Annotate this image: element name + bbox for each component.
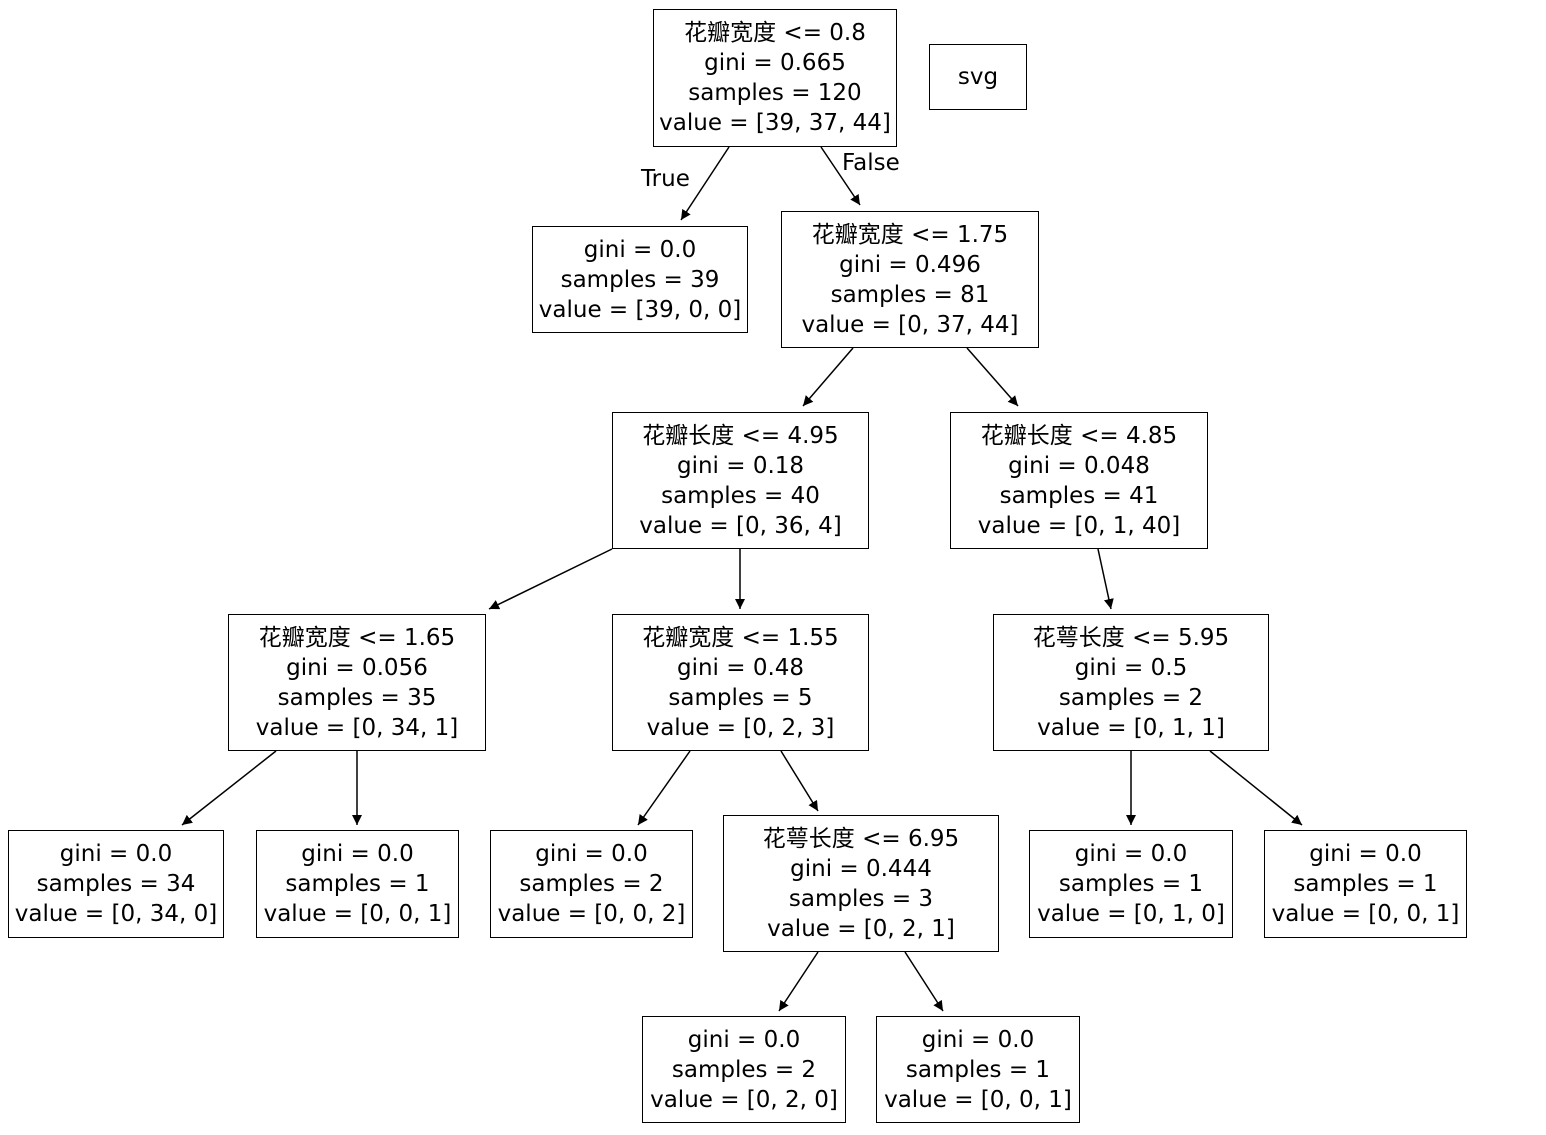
node-samples: samples = 120 [688, 80, 862, 106]
tree-node-leaf: gini = 0.0 samples = 1 value = [0, 0, 1] [1264, 830, 1467, 938]
tree-node-root: 花瓣宽度 <= 0.8 gini = 0.665 samples = 120 v… [653, 9, 897, 147]
node-samples: samples = 1 [1293, 871, 1438, 897]
node-value: value = [0, 1, 1] [1037, 714, 1225, 741]
node-value: value = [0, 2, 1] [767, 915, 955, 942]
node-gini: gini = 0.0 [583, 236, 697, 263]
tree-node-split: 花萼长度 <= 6.95 gini = 0.444 samples = 3 va… [723, 815, 999, 952]
tree-node-split: 花萼长度 <= 5.95 gini = 0.5 samples = 2 valu… [993, 614, 1269, 751]
tree-node-leaf: gini = 0.0 samples = 1 value = [0, 1, 0] [1029, 830, 1233, 938]
node-value: value = [0, 34, 0] [14, 901, 218, 927]
tree-node-split: 花瓣长度 <= 4.85 gini = 0.048 samples = 41 v… [950, 412, 1208, 549]
node-samples: samples = 34 [36, 871, 196, 897]
node-gini: gini = 0.0 [301, 841, 414, 867]
edge-n11-n14 [778, 951, 819, 1012]
tree-node-split: 花瓣长度 <= 4.95 gini = 0.18 samples = 40 va… [612, 412, 869, 549]
node-gini: gini = 0.056 [286, 654, 428, 681]
node-value: value = [0, 2, 0] [650, 1086, 838, 1113]
node-gini: gini = 0.0 [59, 841, 173, 867]
node-value: value = [0, 37, 44] [801, 311, 1019, 338]
node-gini: gini = 0.5 [1074, 654, 1188, 681]
node-split: 花萼长度 <= 6.95 [762, 825, 960, 852]
node-samples: samples = 39 [560, 266, 720, 293]
edge-n6-n11 [780, 750, 819, 812]
tree-node-leaf: gini = 0.0 samples = 1 value = [0, 0, 1] [876, 1016, 1080, 1123]
edge-n4-n7 [1097, 548, 1114, 610]
tree-node-leaf: gini = 0.0 samples = 1 value = [0, 0, 1] [256, 830, 459, 938]
tree-node-split: 花瓣宽度 <= 1.65 gini = 0.056 samples = 35 v… [228, 614, 486, 751]
edge-n2-n4 [966, 347, 1019, 407]
node-split: 花瓣宽度 <= 1.65 [258, 624, 456, 651]
edge-n0-n2 [820, 146, 861, 206]
edge-n3-n5 [488, 548, 613, 610]
svg-badge: svg [929, 44, 1027, 110]
edge-label-true: True [641, 166, 690, 192]
tree-node-leaf: gini = 0.0 samples = 2 value = [0, 2, 0] [642, 1016, 846, 1123]
node-samples: samples = 2 [671, 1056, 817, 1083]
node-gini: gini = 0.0 [1074, 841, 1188, 867]
tree-node-split: 花瓣宽度 <= 1.55 gini = 0.48 samples = 5 val… [612, 614, 869, 751]
node-gini: gini = 0.48 [676, 654, 805, 681]
edge-n6-n10 [637, 750, 691, 826]
node-gini: gini = 0.0 [535, 841, 648, 867]
tree-node-leaf: gini = 0.0 samples = 2 value = [0, 0, 2] [490, 830, 693, 938]
node-value: value = [0, 0, 2] [497, 901, 686, 927]
node-gini: gini = 0.0 [1309, 841, 1422, 867]
node-samples: samples = 81 [830, 281, 990, 308]
tree-node-leaf: gini = 0.0 samples = 39 value = [39, 0, … [532, 226, 748, 333]
node-gini: gini = 0.444 [790, 855, 932, 882]
node-samples: samples = 1 [1058, 871, 1204, 897]
node-samples: samples = 41 [999, 482, 1159, 509]
node-split: 花瓣宽度 <= 1.55 [642, 624, 839, 651]
node-split: 花萼长度 <= 5.95 [1032, 624, 1230, 651]
edge-n5-n8 [181, 750, 277, 826]
node-samples: samples = 3 [788, 885, 934, 912]
node-gini: gini = 0.0 [921, 1026, 1035, 1053]
edge-n7-n13 [1209, 750, 1303, 826]
tree-node-leaf: gini = 0.0 samples = 34 value = [0, 34, … [8, 830, 224, 938]
node-gini: gini = 0.0 [687, 1026, 801, 1053]
node-value: value = [0, 0, 1] [884, 1086, 1072, 1113]
node-value: value = [0, 0, 1] [1271, 901, 1460, 927]
edge-label-false: False [842, 150, 900, 176]
node-gini: gini = 0.048 [1008, 452, 1150, 479]
node-split: 花瓣宽度 <= 0.8 [684, 20, 866, 46]
node-samples: samples = 2 [1058, 684, 1204, 711]
node-split: 花瓣长度 <= 4.95 [642, 422, 839, 449]
node-value: value = [0, 34, 1] [255, 714, 459, 741]
node-gini: gini = 0.496 [839, 251, 981, 278]
node-value: value = [0, 36, 4] [639, 512, 842, 539]
node-samples: samples = 40 [661, 482, 820, 509]
node-value: value = [0, 0, 1] [263, 901, 452, 927]
node-gini: gini = 0.18 [676, 452, 805, 479]
node-split: 花瓣长度 <= 4.85 [980, 422, 1178, 449]
node-samples: samples = 5 [668, 684, 813, 711]
tree-node-split: 花瓣宽度 <= 1.75 gini = 0.496 samples = 81 v… [781, 211, 1039, 348]
node-samples: samples = 1 [285, 871, 430, 897]
node-split: 花瓣宽度 <= 1.75 [811, 221, 1009, 248]
node-value: value = [0, 1, 40] [977, 512, 1181, 539]
node-samples: samples = 2 [519, 871, 664, 897]
node-value: value = [39, 37, 44] [659, 110, 891, 136]
node-value: value = [0, 1, 0] [1037, 901, 1225, 927]
node-value: value = [39, 0, 0] [538, 296, 742, 323]
node-samples: samples = 1 [905, 1056, 1051, 1083]
svg-badge-label: svg [957, 64, 999, 90]
node-value: value = [0, 2, 3] [646, 714, 835, 741]
edge-n2-n3 [802, 347, 854, 407]
node-gini: gini = 0.665 [704, 50, 846, 76]
edge-n11-n15 [904, 951, 944, 1012]
edge-n0-n1 [680, 146, 730, 221]
node-samples: samples = 35 [277, 684, 437, 711]
